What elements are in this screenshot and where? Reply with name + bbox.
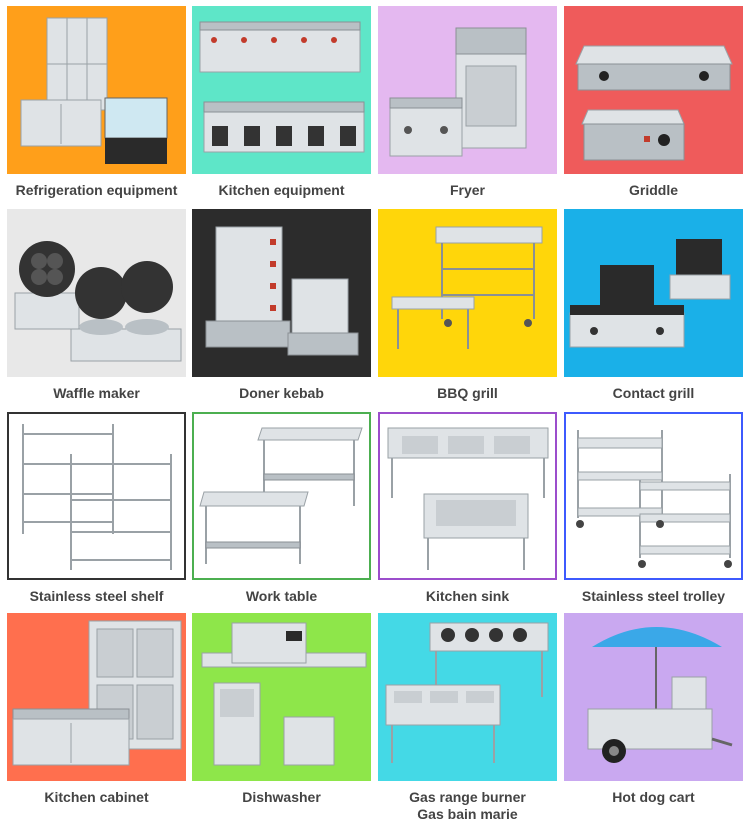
product-image: [378, 6, 557, 174]
refrigerator-icon: [20, 17, 168, 164]
category-label: Stainless steel trolley: [581, 588, 726, 604]
kitchen-range-icon: [199, 21, 365, 153]
dishwasher-icon: [201, 622, 367, 766]
category-label: Kitchen cabinet: [44, 789, 149, 805]
category-label: Gas range burner: [409, 789, 526, 805]
kitchen-sink-icon: [387, 427, 549, 570]
category-label: Doner kebab: [239, 385, 324, 401]
category-label: Kitchen sink: [425, 588, 510, 604]
category-label: Work table: [245, 588, 318, 604]
product-image: [564, 6, 743, 174]
product-image: [7, 209, 186, 377]
product-image: [192, 613, 371, 781]
product-image: [564, 209, 743, 377]
category-label: Refrigeration equipment: [15, 182, 178, 198]
doner-kebab-icon: [205, 226, 359, 356]
product-image: [7, 6, 186, 174]
product-image: [564, 613, 743, 781]
product-image: [378, 209, 557, 377]
category-label: BBQ grill: [437, 385, 498, 401]
work-table-icon: [199, 427, 363, 564]
gas-range-icon: [385, 622, 549, 763]
product-image: [7, 412, 186, 580]
fryer-icon: [389, 27, 527, 157]
product-image: [192, 412, 371, 580]
product-image: [378, 412, 557, 580]
category-label: Dishwasher: [242, 789, 321, 805]
product-image: [7, 613, 186, 781]
category-label-secondary: Gas bain marie: [417, 806, 518, 822]
waffle-maker-icon: [14, 241, 182, 362]
product-image: [564, 412, 743, 580]
category-label: Fryer: [449, 182, 486, 198]
category-label: Contact grill: [612, 385, 695, 401]
griddle-icon: [575, 45, 733, 161]
category-label: Stainless steel shelf: [29, 588, 164, 604]
product-image: [378, 613, 557, 781]
bbq-grill-icon: [391, 226, 543, 349]
cabinet-icon: [12, 620, 182, 766]
hot-dog-cart-icon: [587, 627, 733, 763]
contact-grill-icon: [569, 239, 731, 348]
category-label: Hot dog cart: [612, 789, 695, 805]
product-image: [192, 209, 371, 377]
shelf-icon: [22, 424, 172, 570]
category-label: Waffle maker: [53, 385, 140, 401]
category-label: Kitchen equipment: [218, 182, 345, 198]
product-image: [192, 6, 371, 174]
trolley-icon: [576, 430, 732, 568]
category-label: Griddle: [628, 182, 678, 198]
